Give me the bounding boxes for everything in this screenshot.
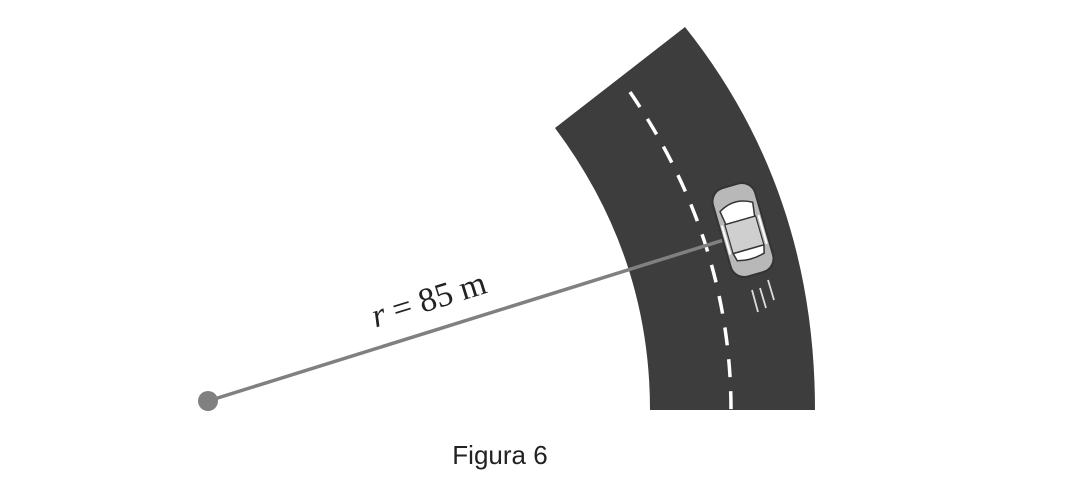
road-surface (555, 27, 815, 410)
center-point-icon (198, 391, 218, 411)
radius-line (207, 232, 744, 403)
radius-label: r = 85 m (367, 265, 491, 336)
car-icon (711, 182, 775, 278)
figure-caption: Figura 6 (452, 440, 548, 470)
motion-lines-icon (751, 279, 775, 313)
